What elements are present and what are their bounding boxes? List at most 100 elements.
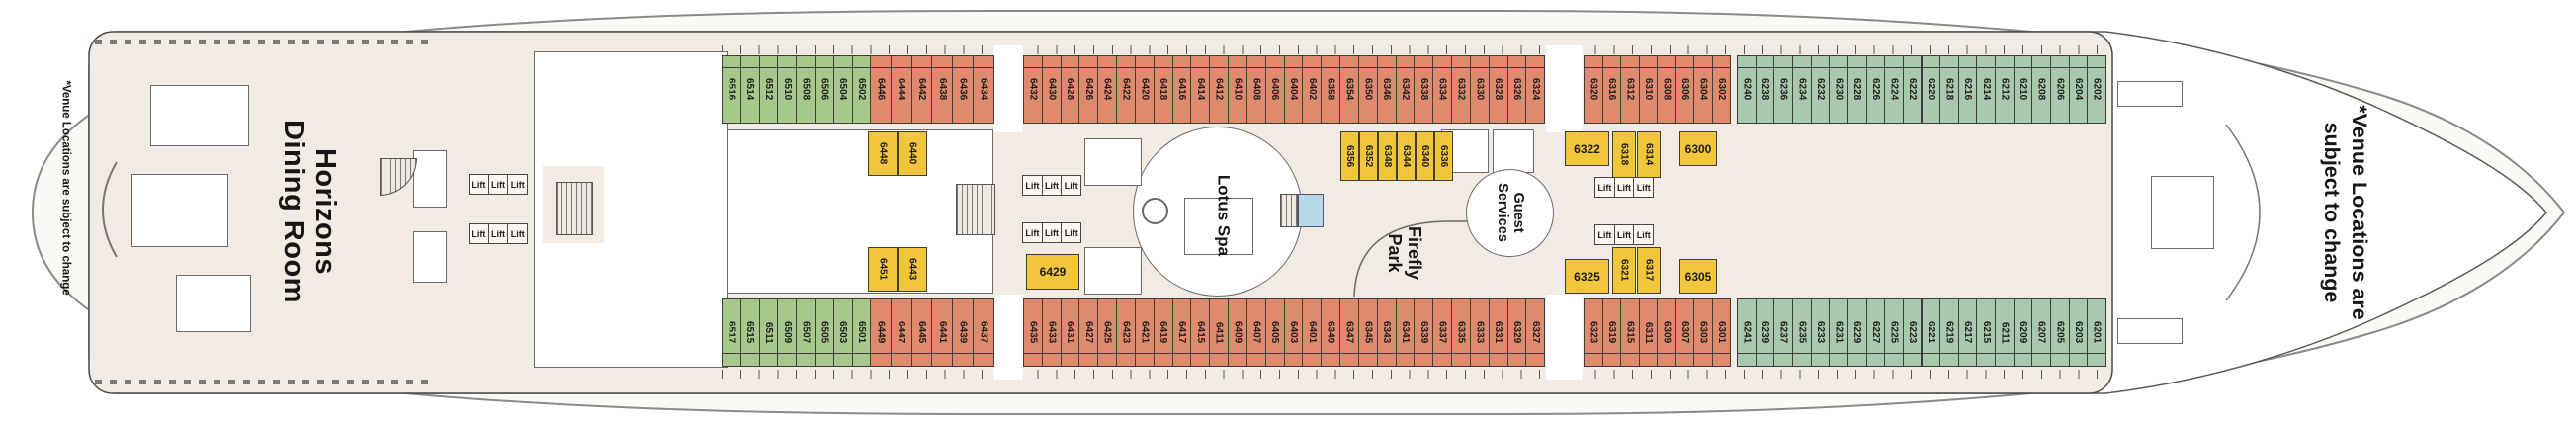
cabin-6512: 6512 [758, 55, 779, 124]
lift-cell: Lift [507, 174, 529, 195]
cabin-6418: 6418 [1153, 55, 1173, 124]
cabin-6444: 6444 [890, 55, 912, 124]
cabin-6209: 6209 [2013, 298, 2033, 367]
cabin-6407: 6407 [1245, 298, 1266, 367]
cabin-6345: 6345 [1357, 298, 1378, 367]
park-line1: Firefly [1404, 225, 1424, 281]
cabin-6318: 6318 [1612, 131, 1636, 178]
cabin-6410: 6410 [1228, 55, 1247, 124]
gs-line1: Guest [1509, 192, 1526, 233]
cabin-6409: 6409 [1228, 298, 1247, 367]
cabin-6202: 6202 [2087, 55, 2106, 124]
guest-services-desk [1466, 169, 1554, 257]
cabin-6438: 6438 [931, 55, 954, 124]
cabin-6401: 6401 [1302, 298, 1323, 367]
cabin-6342: 6342 [1395, 55, 1416, 124]
balcony-dividers-bottom [722, 370, 2105, 379]
dining-table-3 [176, 275, 251, 332]
cabin-6312: 6312 [1620, 55, 1640, 124]
lift-cell: Lift [1022, 222, 1043, 243]
stern-sofa-arc [102, 161, 118, 258]
cabin-6423: 6423 [1116, 298, 1136, 367]
cabin-6414: 6414 [1190, 55, 1211, 124]
cabin-6205: 6205 [2050, 298, 2070, 367]
cabin-6327: 6327 [1525, 298, 1546, 367]
lotus-spa-label: Lotus Spa [1214, 174, 1234, 257]
cabin-6304: 6304 [1693, 55, 1713, 124]
cabin-6316: 6316 [1601, 55, 1621, 124]
lift-cell: Lift [1613, 177, 1635, 198]
bow-platform [2151, 176, 2214, 249]
cabin-6207: 6207 [2031, 298, 2052, 367]
cabin-6440: 6440 [898, 131, 927, 176]
cabin-6446: 6446 [870, 55, 892, 124]
cabin-6430: 6430 [1041, 55, 1062, 124]
cabin-6332: 6332 [1451, 55, 1471, 124]
stairs-midship [956, 184, 995, 235]
bow-step-2 [2117, 318, 2183, 344]
cabin-6300: 6300 [1679, 131, 1717, 166]
cabin-6331: 6331 [1488, 298, 1508, 367]
cabin-6239: 6239 [1755, 298, 1775, 367]
cabin-6441: 6441 [931, 298, 954, 367]
right-note-line2: subject to change [2320, 122, 2344, 303]
dining-line1: Horizons [308, 147, 341, 276]
cabin-6231: 6231 [1829, 298, 1848, 367]
cabin-6310: 6310 [1638, 55, 1658, 124]
cabin-6415: 6415 [1190, 298, 1211, 367]
cabin-6315: 6315 [1620, 298, 1640, 367]
cabin-6309: 6309 [1657, 298, 1676, 367]
cabin-6508: 6508 [796, 55, 816, 124]
cabin-6507: 6507 [796, 298, 816, 367]
lift-cell: Lift [1633, 177, 1655, 198]
cabin-6214: 6214 [1976, 55, 1997, 124]
lift-cell: Lift [1594, 224, 1615, 245]
cabin-6514: 6514 [739, 55, 760, 124]
dining-window-ticks-bottom [95, 380, 431, 384]
cabin-6330: 6330 [1469, 55, 1490, 124]
lift-cell: Lift [1633, 224, 1655, 245]
bow-step-1 [2117, 81, 2183, 107]
cabin-6443: 6443 [898, 247, 927, 292]
cabin-6350: 6350 [1357, 55, 1378, 124]
cabin-6422: 6422 [1116, 55, 1136, 124]
dining-station-1 [413, 150, 447, 208]
cabin-6338: 6338 [1414, 55, 1434, 124]
cabin-6335: 6335 [1451, 298, 1471, 367]
cabin-6234: 6234 [1791, 55, 1812, 124]
cabin-6429: 6429 [1026, 254, 1079, 290]
cabin-6419: 6419 [1153, 298, 1173, 367]
cabin-6235: 6235 [1791, 298, 1812, 367]
cabin-6411: 6411 [1209, 298, 1230, 367]
cabin-6317: 6317 [1637, 247, 1661, 294]
midship-rooms [727, 129, 993, 294]
cabin-6237: 6237 [1773, 298, 1793, 367]
cabin-6216: 6216 [1957, 55, 1978, 124]
cabin-6358: 6358 [1321, 55, 1341, 124]
cabin-6203: 6203 [2068, 298, 2089, 367]
cabin-6204: 6204 [2068, 55, 2089, 124]
cabin-6501: 6501 [851, 298, 872, 367]
lift-cell: Lift [1061, 175, 1082, 196]
cabin-6451: 6451 [868, 247, 898, 292]
cabin-6220: 6220 [1921, 55, 1941, 124]
cabin-6311: 6311 [1638, 298, 1658, 367]
cabin-6303: 6303 [1693, 298, 1713, 367]
cabin-6306: 6306 [1674, 55, 1694, 124]
lift-cell: Lift [1594, 177, 1615, 198]
cabin-6349: 6349 [1321, 298, 1341, 367]
cabin-6515: 6515 [739, 298, 760, 367]
cabin-6516: 6516 [722, 55, 741, 124]
cabin-6301: 6301 [1711, 298, 1731, 367]
cabin-6224: 6224 [1884, 55, 1904, 124]
cabin-6212: 6212 [1995, 55, 2015, 124]
lift-cell: Lift [507, 223, 529, 244]
cabin-6222: 6222 [1902, 55, 1923, 124]
cabin-6230: 6230 [1829, 55, 1848, 124]
venue-note-left: *Venue Locations are subject to change [59, 80, 72, 296]
cabin-6226: 6226 [1865, 55, 1886, 124]
cabin-6221: 6221 [1921, 298, 1941, 367]
cabin-6510: 6510 [777, 55, 798, 124]
cabin-6403: 6403 [1283, 298, 1304, 367]
cabin-6305: 6305 [1679, 259, 1717, 294]
